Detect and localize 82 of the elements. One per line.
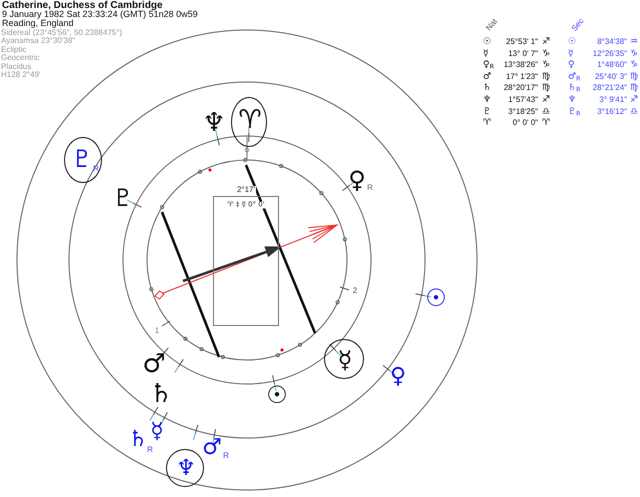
- birth-place: Reading, England: [2, 18, 74, 28]
- column-header: Nat: [484, 18, 500, 32]
- position-value: 13° 0' 7": [508, 50, 538, 58]
- planet-symbol: ☉: [425, 286, 447, 310]
- zodiac-symbol: ♍: [630, 84, 638, 94]
- planet-symbol: ♀: [348, 168, 366, 192]
- position-value: 17° 1'23": [506, 72, 538, 81]
- planet-symbol: ♇: [112, 186, 134, 210]
- planet-symbol: ♀$_{R}$: [483, 61, 494, 70]
- planet-symbol: ♆: [568, 96, 576, 105]
- planet-symbol: ♂: [483, 72, 492, 82]
- retrograde-mark: R: [367, 184, 373, 192]
- retrograde-mark: R: [223, 452, 229, 460]
- position-value: 3° 9'41": [599, 96, 627, 104]
- zodiac-symbol: ♈: [542, 119, 550, 128]
- chart-setting: Placidus: [1, 62, 32, 71]
- position-value: 0° 0' 0": [512, 119, 538, 128]
- highlight-ellipse: [64, 137, 102, 183]
- chart-title: Catherine, Duchess of Cambridge: [2, 1, 163, 11]
- planet-symbol: ♆: [202, 110, 226, 136]
- highlight-circle: [324, 339, 364, 379]
- planet-symbol: ♂$_{R}$: [568, 72, 580, 82]
- planet-symbol: ♆: [483, 96, 492, 105]
- zodiac-symbol: ♎: [630, 108, 638, 117]
- chart-setting: Ecliptic: [1, 46, 26, 54]
- birth-details: 9 January 1982 Sat 23:33:24 (GMT) 51n28 0w59: [2, 10, 198, 19]
- zodiac-symbol: ♑: [630, 61, 638, 70]
- planet-symbol: ☉: [266, 383, 288, 407]
- position-value: 28°20'17": [504, 84, 538, 92]
- zodiac-symbol: ♐: [542, 96, 550, 105]
- position-value: 1°48'60": [597, 61, 627, 70]
- degree-label: 2°17': [236, 186, 256, 194]
- planet-symbol: ☿: [338, 348, 352, 372]
- highlight-circle: [166, 449, 204, 487]
- zodiac-symbol: ♍: [542, 84, 550, 94]
- retrograde-mark: R: [93, 165, 99, 173]
- position-value: 3°16'12": [597, 108, 627, 116]
- planet-symbol: ♀: [568, 61, 575, 70]
- chart-setting: Sidereal (23°45'56", 50.2388475°): [1, 29, 122, 37]
- position-value: 8°34'38": [597, 38, 627, 46]
- position-value: 25°40' 3": [594, 72, 627, 81]
- zodiac-symbol: ♑: [630, 50, 638, 59]
- chart-setting: H128 2°49': [1, 71, 40, 79]
- zodiac-symbol: ♑: [542, 50, 550, 59]
- zodiac-symbol: ♍: [630, 72, 638, 82]
- zodiac-symbol: ♎: [542, 108, 550, 117]
- planet-symbol: ♇: [483, 108, 492, 117]
- position-value: 3°18'25": [508, 108, 538, 116]
- position-value: 12°26'35": [592, 50, 627, 58]
- column-header: Sec: [570, 17, 586, 33]
- zodiac-symbol: ♒: [630, 38, 638, 47]
- zodiac-symbol: ♐: [542, 38, 550, 47]
- planet-symbol: ♇$_{R}$: [568, 108, 580, 117]
- zodiac-symbol: ♑: [542, 61, 550, 70]
- planet-symbol: ☉: [568, 38, 576, 47]
- planet-symbol: ♈: [483, 119, 492, 128]
- planet-symbol: ☿: [150, 421, 164, 443]
- planet-symbol: ♂: [142, 351, 166, 377]
- position-value: 1°57'43": [508, 96, 538, 104]
- planet-symbol: ♄: [128, 429, 148, 451]
- planet-symbol: ♂: [202, 437, 222, 459]
- planet-symbol: ♄: [483, 84, 492, 94]
- zodiac-symbol: ♍: [542, 72, 550, 82]
- planet-symbol: ♀: [390, 366, 406, 388]
- position-value: 25°53' 1": [506, 38, 538, 46]
- zodiac-symbol: ♐: [630, 96, 638, 105]
- planet-symbol: ☿: [568, 50, 574, 59]
- zodiac-symbol: ♈: [238, 107, 262, 133]
- highlight-ellipse: [231, 97, 267, 147]
- house-number: 2: [352, 287, 358, 295]
- planet-symbol: ☉: [483, 38, 492, 47]
- planet-symbol: ♄$_{R}$: [568, 84, 580, 94]
- chart-setting: Ayanamsa 23°30'38": [1, 37, 76, 46]
- planet-symbol: ☿: [483, 50, 489, 59]
- planet-symbol: ♄: [149, 381, 173, 407]
- retrograde-mark: R: [147, 446, 153, 454]
- house-number: 1: [154, 327, 160, 335]
- planet-symbol: ♆: [176, 458, 196, 480]
- chart-setting: Geocentric: [1, 54, 40, 62]
- position-value: 13°38'26": [504, 61, 538, 70]
- position-value: 28°21'24": [592, 84, 627, 92]
- planet-symbol: ♇: [71, 147, 93, 171]
